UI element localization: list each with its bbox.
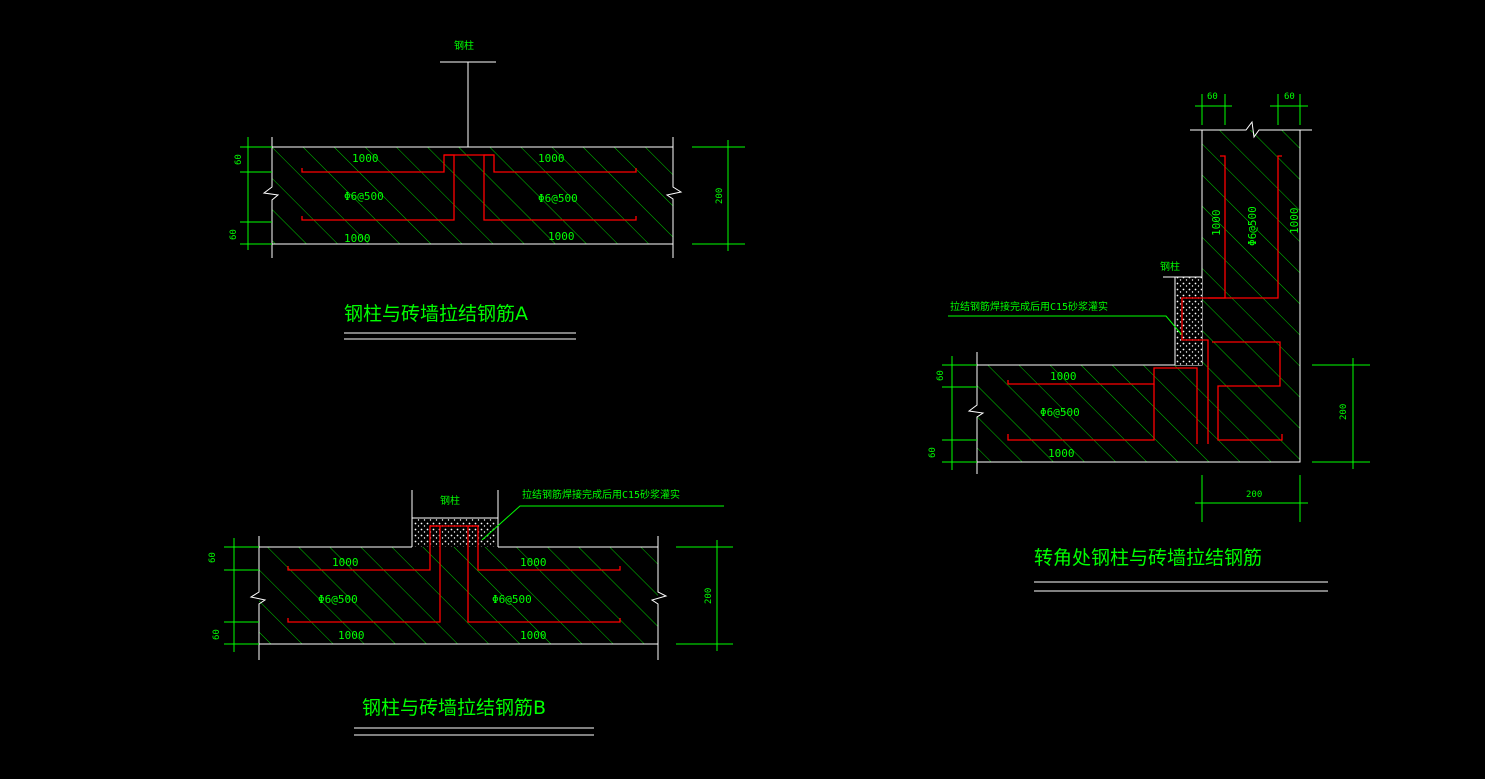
- detail-b-dim-top: 60: [208, 552, 218, 563]
- detail-b-rebar-right-top-label: 1000: [520, 556, 547, 569]
- detail-c-dim-top: [1195, 94, 1308, 125]
- detail-a-break-left: [262, 137, 280, 258]
- detail-b: 钢柱 拉结钢筋焊接完成后用C15砂浆灌实 1000 1000 Φ6@500 Φ6…: [208, 488, 733, 736]
- detail-c-rebar-horizontal-bottom-label: 1000: [1048, 447, 1075, 460]
- detail-b-dim-left: [224, 538, 259, 652]
- detail-a-break-right: [665, 137, 683, 258]
- detail-c-wall-hatch: [977, 130, 1300, 462]
- detail-c-title: 转角处钢柱与砖墙拉结钢筋: [1034, 547, 1262, 569]
- detail-a-column-label: 钢柱: [454, 39, 474, 52]
- detail-b-rebar-left-top-label: 1000: [332, 556, 359, 569]
- detail-b-spec-right: Φ6@500: [492, 593, 532, 606]
- detail-c-rebar-vertical-right-label: 1000: [1288, 208, 1301, 235]
- detail-a: 钢柱 1000 1000 Φ6@500 Φ6@500 1000 1000 60 …: [229, 39, 745, 340]
- detail-c-dim-bottom-total: 200: [1246, 490, 1262, 500]
- detail-c-dim-left-top: 60: [936, 370, 946, 381]
- detail-c-rebar-horizontal-top: [1007, 367, 1198, 444]
- detail-a-rebar-right-bottom-label: 1000: [548, 230, 575, 243]
- detail-c-rebar-vertical-right: [1208, 155, 1282, 299]
- detail-c-spec-horizontal: Φ6@500: [1040, 406, 1080, 419]
- detail-b-dim-bottom: 60: [212, 629, 222, 640]
- detail-a-rebar-left-bottom-label: 1000: [344, 232, 371, 245]
- detail-b-title: 钢柱与砖墙拉结钢筋B: [362, 697, 546, 719]
- detail-c-grout: [1175, 277, 1202, 365]
- detail-a-spec-right: Φ6@500: [538, 192, 578, 205]
- detail-c-note-leader: [948, 315, 1183, 336]
- detail-a-wall-hatch: [272, 147, 673, 244]
- detail-b-spec-left: Φ6@500: [318, 593, 358, 606]
- detail-a-dim-left: [240, 137, 272, 250]
- detail-c-spec-vertical: Φ6@500: [1246, 206, 1259, 246]
- detail-c-dim-right: [1312, 358, 1370, 469]
- detail-a-rebar-left-top-label: 1000: [352, 152, 379, 165]
- detail-a-dim-total: 200: [715, 188, 725, 204]
- detail-a-dim-bottom: 60: [229, 229, 239, 240]
- detail-c-break-top: [1190, 120, 1312, 139]
- detail-c-wall-outline-inner: [977, 130, 1203, 366]
- detail-b-rebar-right-bottom-label: 1000: [520, 629, 547, 642]
- detail-c-note: 拉结钢筋焊接完成后用C15砂浆灌实: [950, 300, 1108, 313]
- detail-b-note-leader: [481, 505, 724, 541]
- detail-c-rebar-corner: [1212, 341, 1283, 441]
- detail-c-rebar-horizontal-bottom: [1007, 384, 1155, 441]
- detail-c-dim-left: [942, 356, 977, 470]
- detail-b-dim-total: 200: [704, 588, 714, 604]
- detail-c-wall-outline-outer: [977, 130, 1301, 463]
- detail-c-rebar-horizontal-top-label: 1000: [1050, 370, 1077, 383]
- detail-c-dim-left-bottom: 60: [928, 447, 938, 458]
- detail-b-note: 拉结钢筋焊接完成后用C15砂浆灌实: [522, 488, 680, 501]
- detail-c-dim-top-left: 60: [1207, 92, 1218, 102]
- detail-b-column-label: 钢柱: [440, 494, 460, 507]
- detail-c-column-label: 钢柱: [1160, 260, 1180, 273]
- detail-c-rebar-vertical-left: [1181, 155, 1226, 444]
- detail-b-break-right: [650, 536, 668, 660]
- detail-c-dim-bottom: [1195, 475, 1308, 522]
- detail-a-dim-top: 60: [234, 154, 244, 165]
- detail-a-dim-right: [692, 140, 745, 251]
- detail-a-rebar-right-top-label: 1000: [538, 152, 565, 165]
- detail-a-title: 钢柱与砖墙拉结钢筋A: [344, 303, 528, 325]
- detail-c-dim-top-right: 60: [1284, 92, 1295, 102]
- detail-c-break-left: [967, 352, 985, 474]
- detail-b-dim-right: [676, 540, 733, 651]
- detail-b-rebar-left-bottom-label: 1000: [338, 629, 365, 642]
- detail-c: 钢柱 拉结钢筋焊接完成后用C15砂浆灌实 1000 Φ6@500 1000 10…: [928, 92, 1370, 592]
- detail-b-break-left: [249, 536, 267, 660]
- detail-b-grout: [414, 518, 496, 547]
- detail-a-spec-left: Φ6@500: [344, 190, 384, 203]
- detail-c-rebar-vertical-left-label: 1000: [1210, 210, 1223, 237]
- detail-b-wall-hatch: [259, 547, 658, 644]
- detail-c-dim-right-total: 200: [1339, 404, 1349, 420]
